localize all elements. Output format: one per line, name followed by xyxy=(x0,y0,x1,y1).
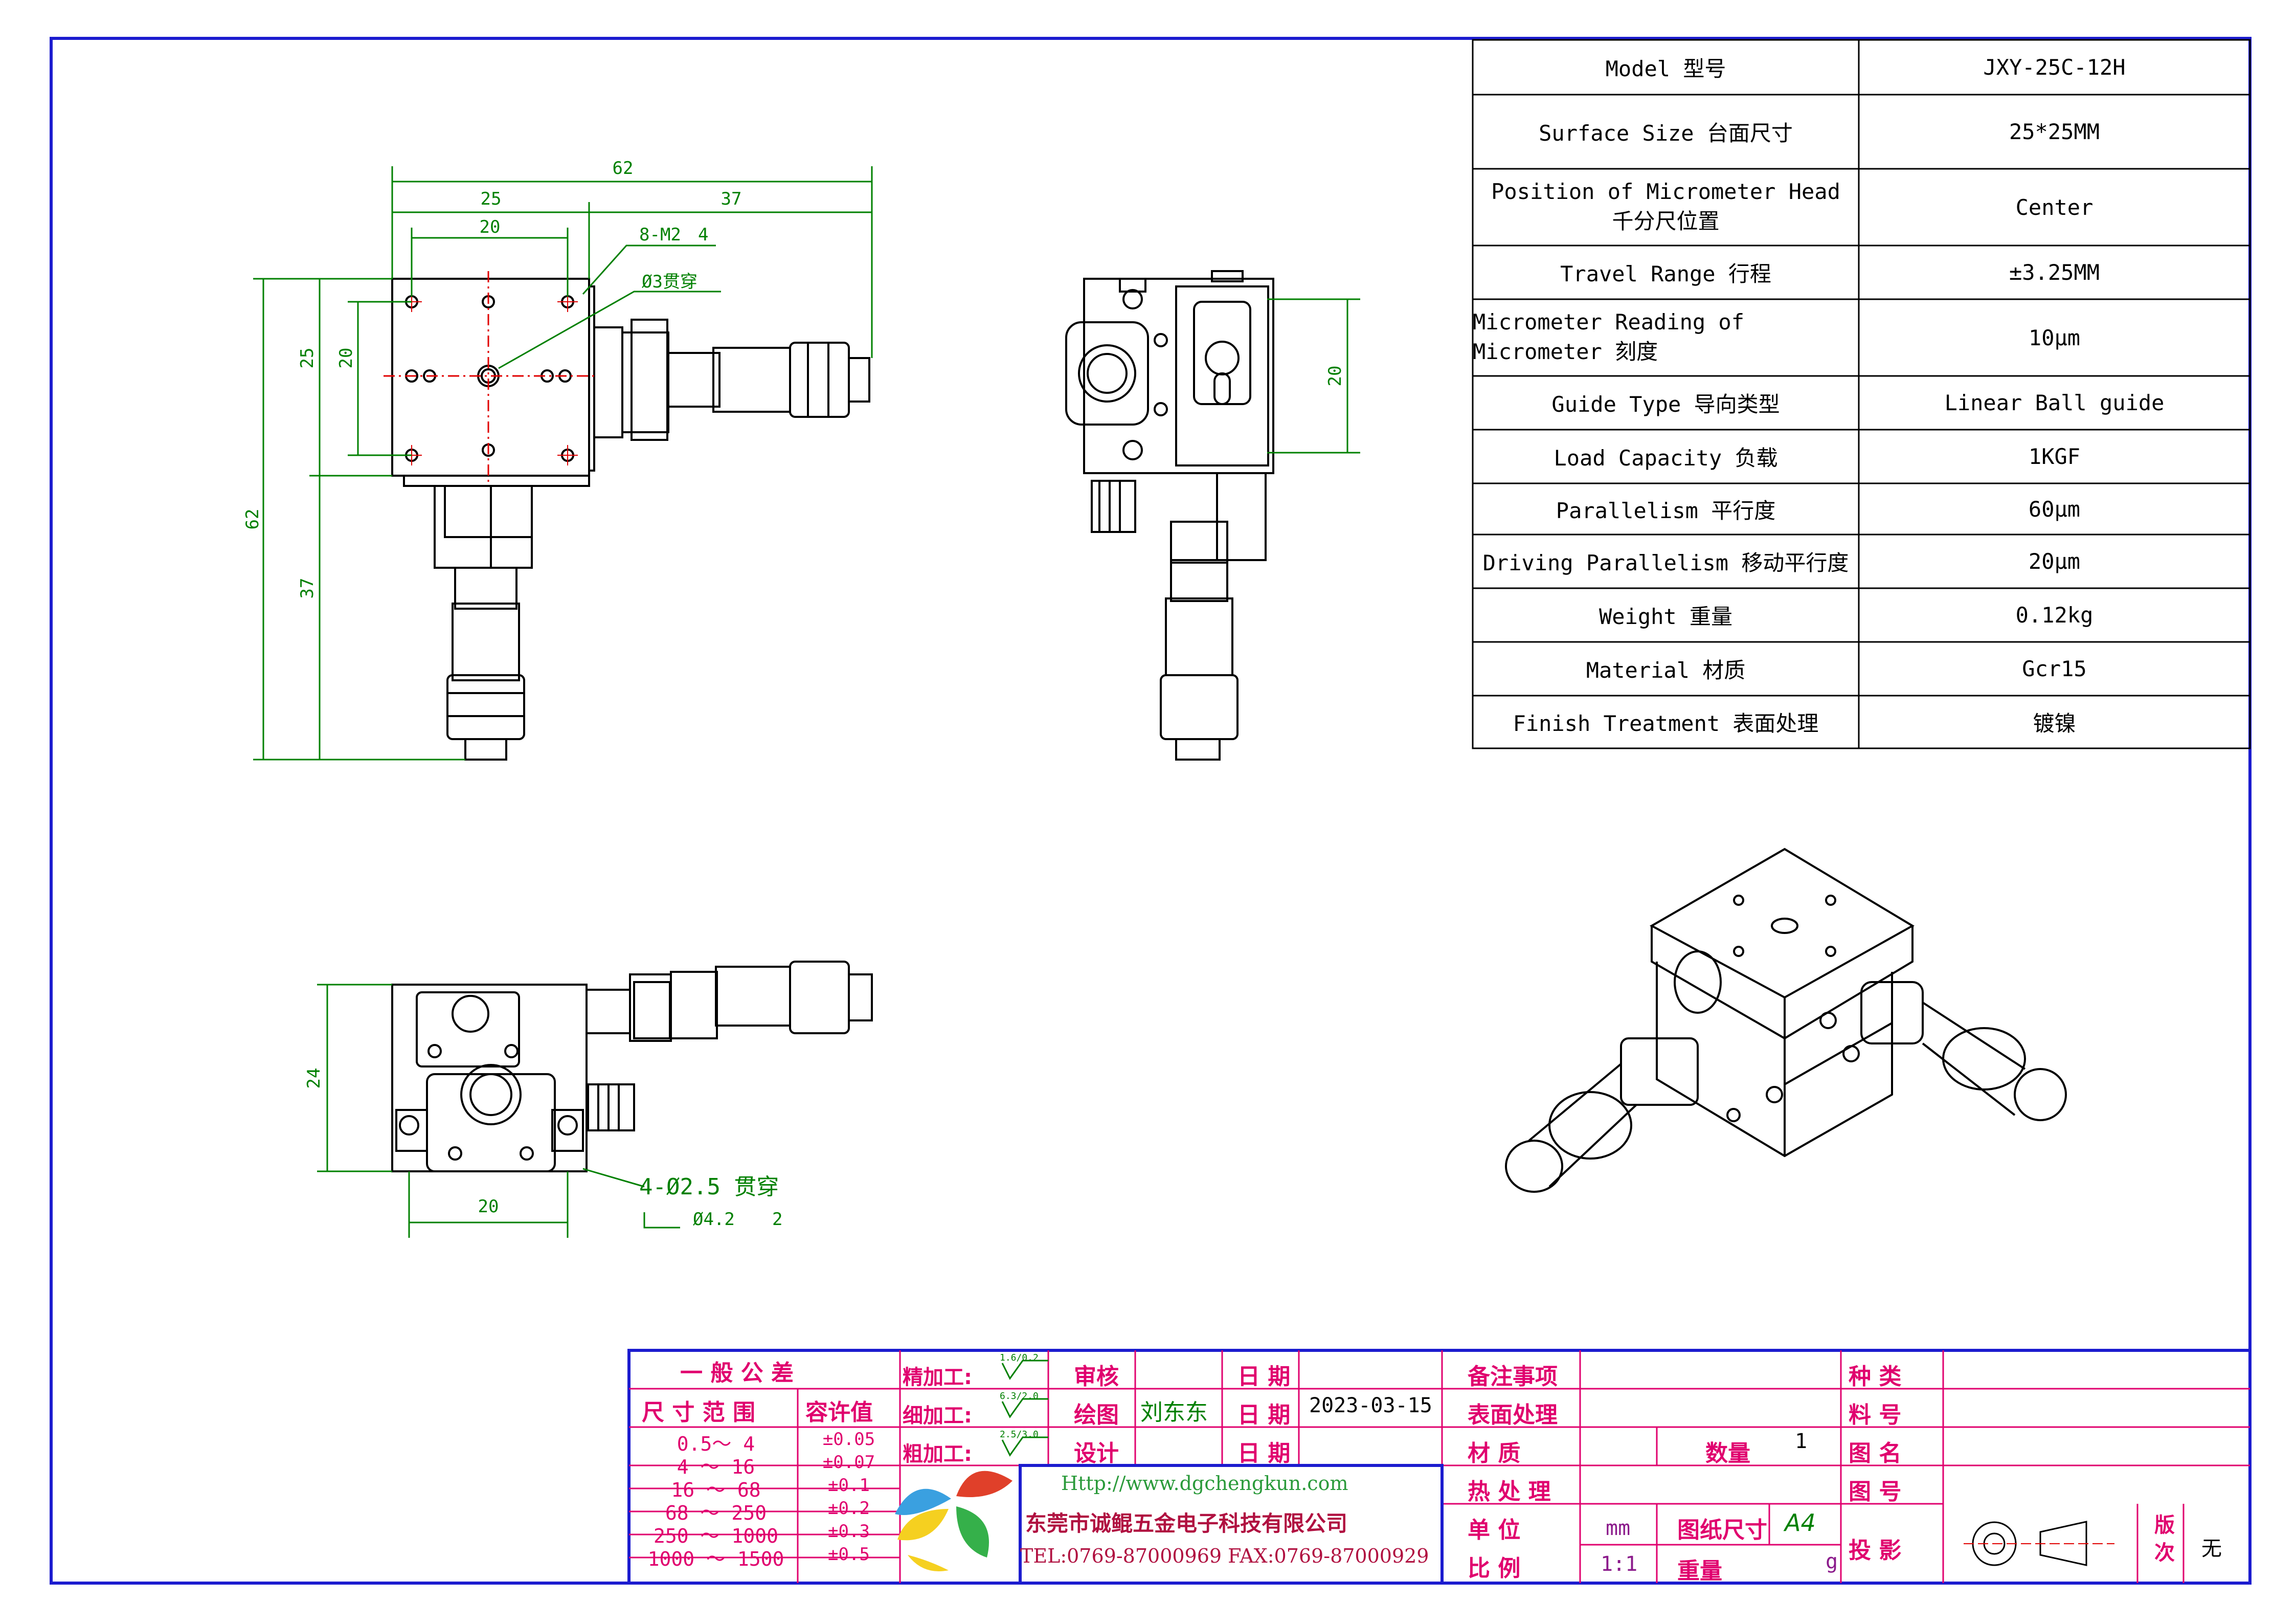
spec-value: JXY-25C-12H xyxy=(1983,55,2126,80)
spec-value: Center xyxy=(2015,194,2094,220)
thread-label: 8-M2 xyxy=(639,225,681,245)
spec-label: Model 型号 xyxy=(1605,56,1726,81)
spec-value: 0.12kg xyxy=(2015,603,2094,628)
dim-62: 62 xyxy=(613,158,634,179)
dim-37-vertical: 37 xyxy=(297,578,318,599)
spec-value: 10μm xyxy=(2028,325,2081,350)
spec-label: Guide Type 导向类型 xyxy=(1551,392,1780,417)
dim-25-vertical: 25 xyxy=(297,348,318,369)
top-view-dim-labels: 62 25 37 20 8-M2 4 Ø3贯穿 62 25 20 37 xyxy=(242,158,741,598)
spec-label: Load Capacity 负载 xyxy=(1554,446,1778,471)
thread-depth: 4 xyxy=(698,225,708,245)
spec-value: 1KGF xyxy=(2028,444,2081,469)
spec-label: Micrometer Reading of Micrometer 刻度 xyxy=(1473,309,1745,364)
spec-value: 镀镍 xyxy=(2033,711,2076,736)
spec-value: ±3.25MM xyxy=(2009,260,2100,285)
counterbore-depth: 2 xyxy=(772,1209,782,1230)
side-view xyxy=(1065,270,1360,761)
spec-value: 25*25MM xyxy=(2009,119,2100,144)
spec-label: Parallelism 平行度 xyxy=(1556,498,1776,523)
isometric-view xyxy=(1505,848,2067,1193)
side-dim-20: 20 xyxy=(1325,366,1345,387)
front-view xyxy=(317,961,873,1238)
spec-label: Driving Parallelism 移动平行度 xyxy=(1482,550,1849,575)
dim-20: 20 xyxy=(480,217,501,237)
spec-value: Gcr15 xyxy=(2022,656,2087,681)
bottom-dim-20: 20 xyxy=(478,1196,499,1217)
dim-20-vertical: 20 xyxy=(336,348,356,369)
dim-62-vertical: 62 xyxy=(242,509,263,530)
spec-label: Surface Size 台面尺寸 xyxy=(1539,121,1793,146)
spec-label-line2: 千分尺位置 xyxy=(1612,209,1720,234)
front-view-dim-labels: 24 20 4-Ø2.5 贯穿 Ø4.2 2 xyxy=(304,1068,782,1230)
through-hole-label: Ø3贯穿 xyxy=(642,272,697,292)
spec-table xyxy=(1472,39,2251,749)
spec-label: Finish Treatment 表面处理 xyxy=(1513,711,1819,736)
title-block xyxy=(627,1349,2252,1585)
spec-value: 20μm xyxy=(2028,549,2081,574)
spec-label: Weight 重量 xyxy=(1599,604,1732,629)
mount-hole-label: 4-Ø2.5 贯穿 xyxy=(639,1174,779,1200)
top-view xyxy=(384,271,870,761)
dim-25: 25 xyxy=(481,189,502,209)
dim-24: 24 xyxy=(304,1068,324,1089)
top-view-dimensions xyxy=(253,166,873,761)
dim-37: 37 xyxy=(721,189,742,209)
counterbore-label: Ø4.2 xyxy=(693,1209,735,1230)
company-logo xyxy=(895,1471,1012,1571)
spec-label-line: Position of Micrometer Head xyxy=(1491,179,1840,204)
spec-value: 60μm xyxy=(2028,496,2081,522)
spec-label: Material 材质 xyxy=(1586,658,1746,683)
spec-label: Position of Micrometer Head 千分尺位置 xyxy=(1473,169,1859,246)
spec-label: Travel Range 行程 xyxy=(1560,261,1771,286)
spec-value: Linear Ball guide xyxy=(1944,390,2165,415)
